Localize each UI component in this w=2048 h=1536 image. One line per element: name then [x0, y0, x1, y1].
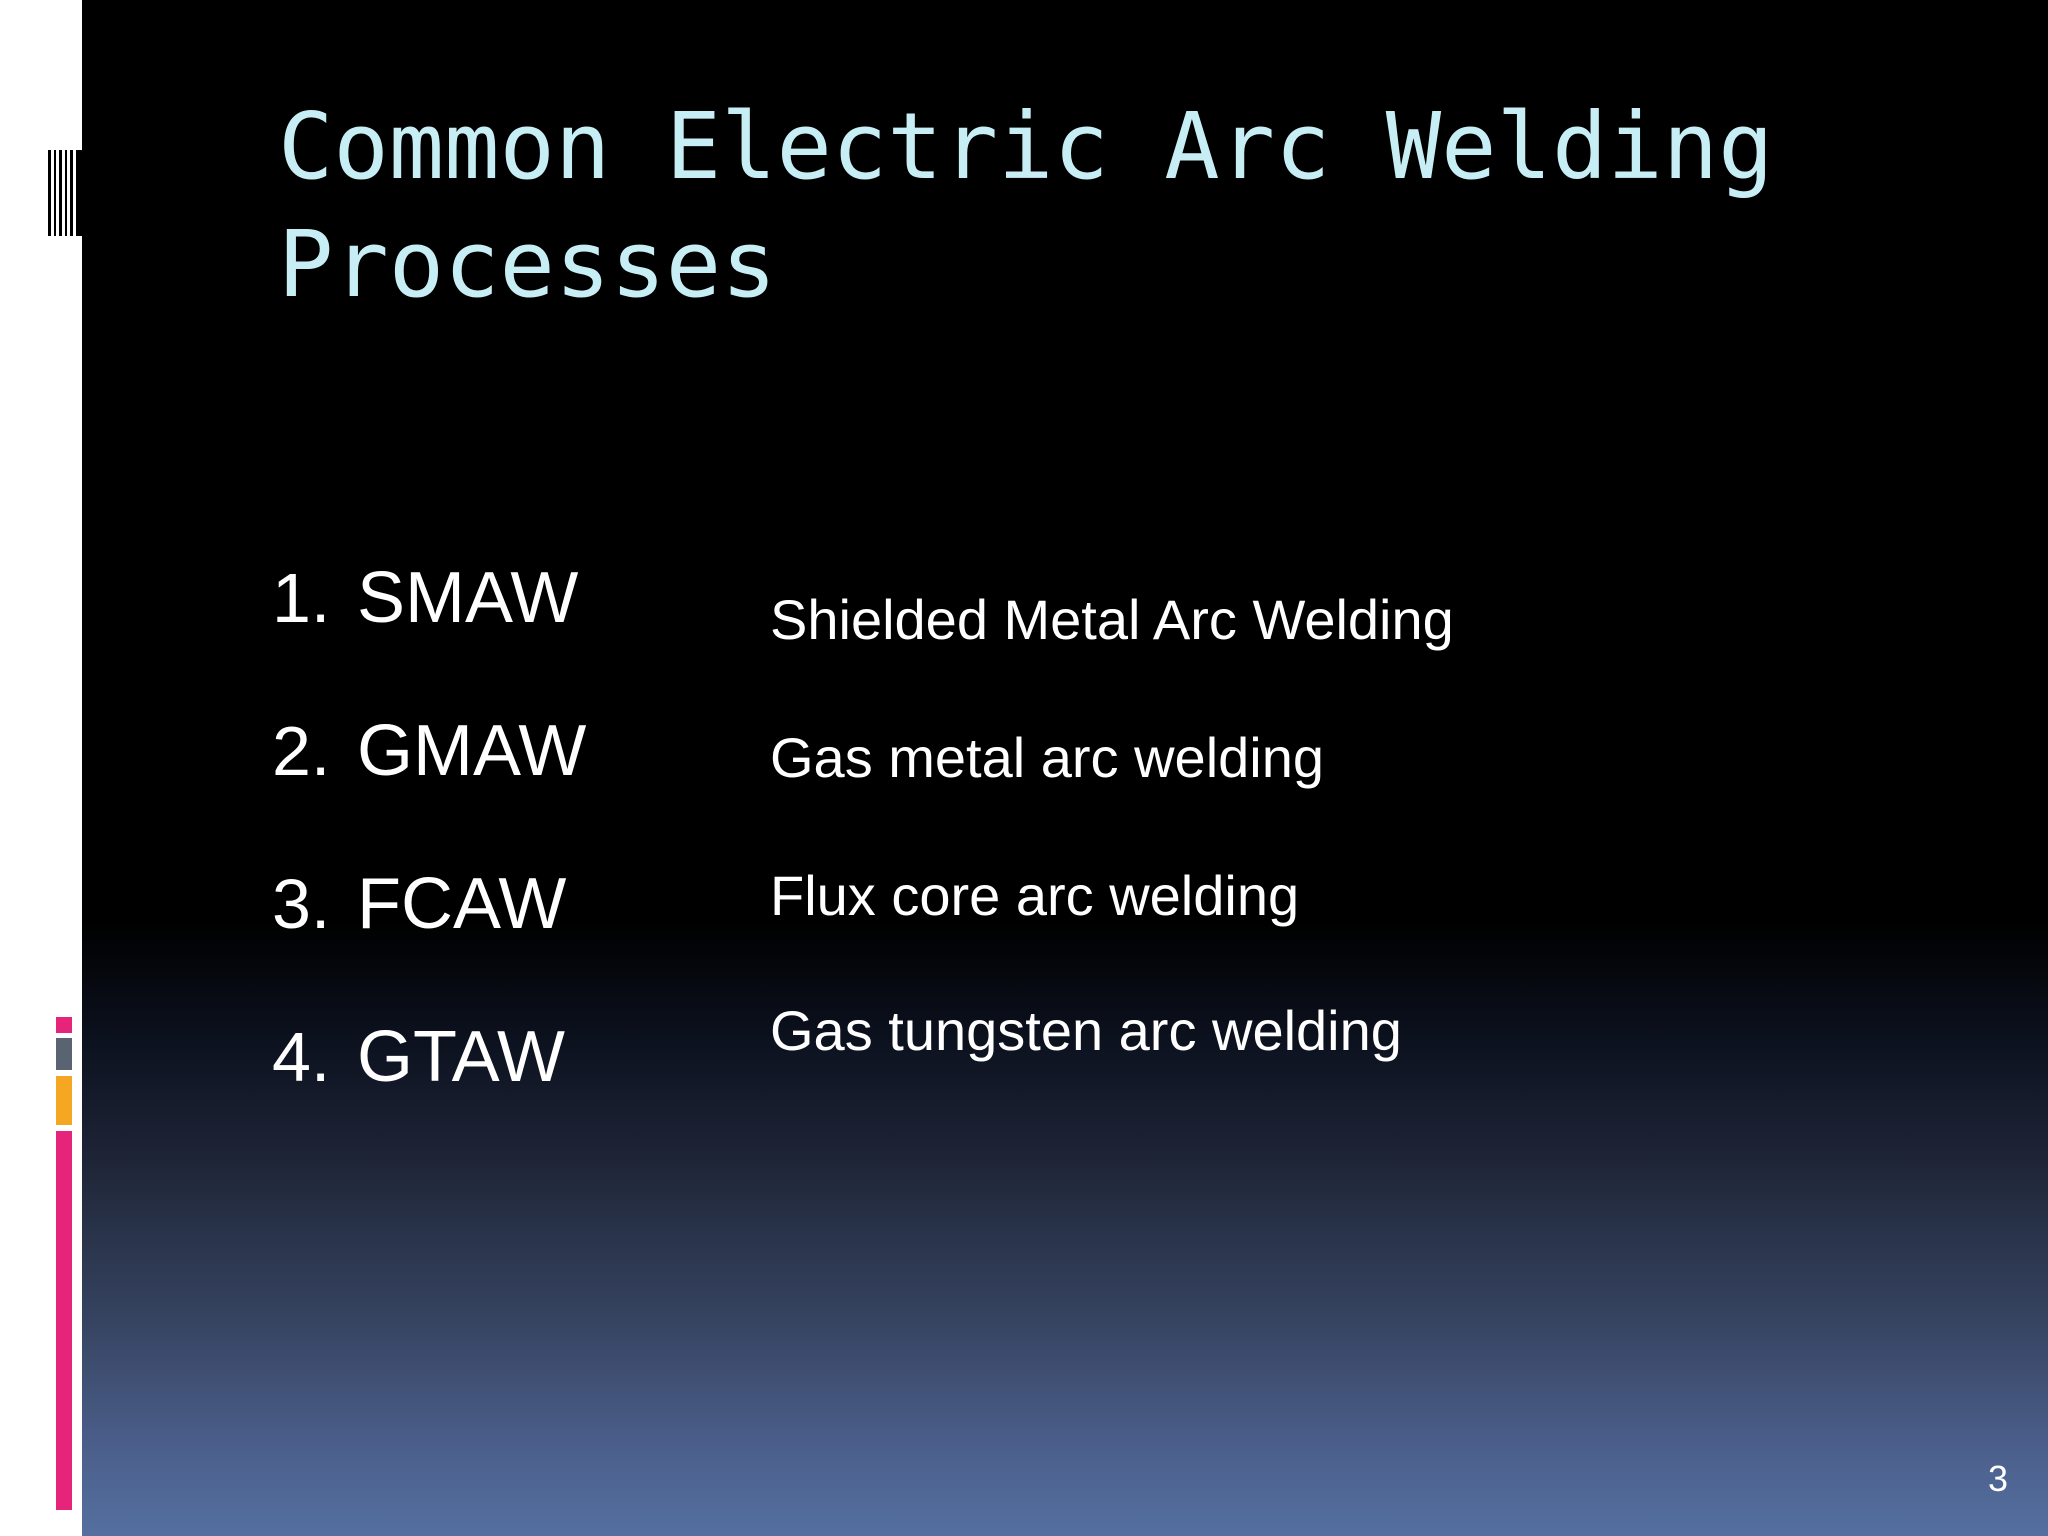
accent-bar-magenta-top [56, 1017, 72, 1033]
item-description: Flux core arc welding [770, 864, 1300, 927]
list-item: 1. SMAW Shielded Metal Arc Welding [272, 556, 1872, 709]
item-abbreviation: GTAW [357, 1017, 565, 1097]
item-number: 1. [272, 559, 331, 637]
item-abbreviation: SMAW [357, 558, 579, 638]
item-number: 2. [272, 712, 331, 790]
page-number: 3 [1987, 1458, 2008, 1499]
accent-bar-orange [56, 1076, 72, 1125]
item-abbreviation: GMAW [357, 711, 587, 791]
slide-title: Common Electric Arc Welding Processes [278, 93, 1774, 318]
list-item: 4. GTAW Gas tungsten arc welding [272, 999, 1872, 1168]
list-item: 2. GMAW Gas metal arc welding [272, 709, 1872, 862]
item-abbreviation: FCAW [357, 864, 567, 944]
accent-bar-gray [56, 1038, 72, 1070]
slide-content: Common Electric Arc Welding Processes 1.… [82, 0, 2048, 1536]
left-decor-strip [0, 0, 82, 1536]
item-description: Gas tungsten arc welding [770, 999, 1402, 1062]
list-item: 3. FCAW Flux core arc welding [272, 862, 1872, 1015]
item-number: 3. [272, 865, 331, 943]
item-description: Gas metal arc welding [770, 726, 1325, 789]
process-list: 1. SMAW Shielded Metal Arc Welding 2. GM… [272, 556, 1872, 1168]
item-number: 4. [272, 1018, 331, 1096]
item-description: Shielded Metal Arc Welding [770, 588, 1454, 651]
barcode-decoration [48, 150, 82, 236]
accent-bar-magenta-long [56, 1131, 72, 1510]
